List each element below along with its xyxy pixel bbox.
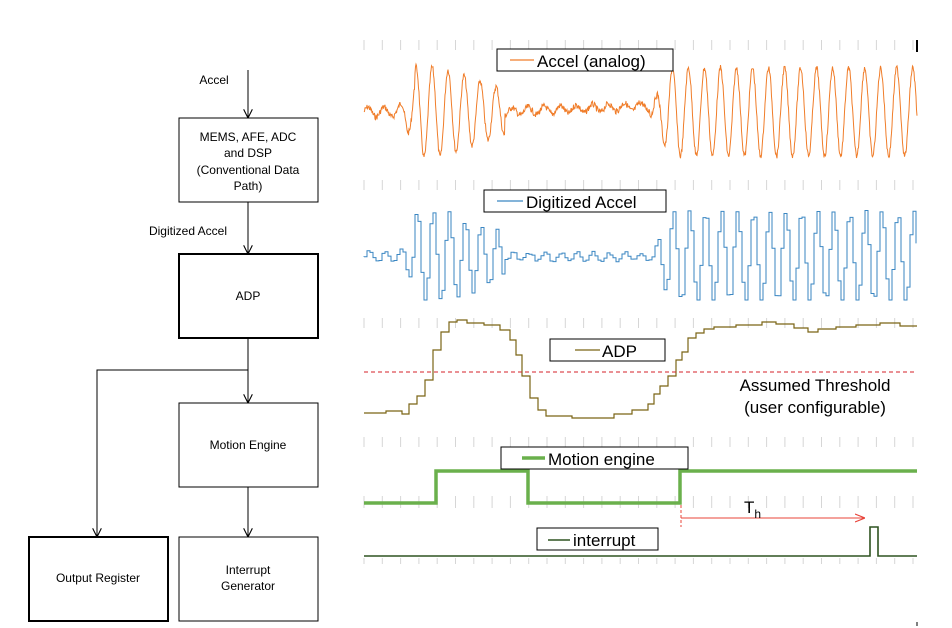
mems-block-line-3: (Conventional Data	[197, 163, 300, 177]
adp-to-output-arrow	[97, 369, 248, 537]
mems-block-line-4: Path)	[234, 179, 263, 193]
adp-block-label: ADP	[236, 289, 261, 303]
accel-input-label: Accel	[199, 73, 228, 87]
waveform-panel: Accel (analog) Digitized Accel ADP Assum…	[363, 40, 918, 626]
adp-legend-label: ADP	[602, 342, 637, 361]
output-register-block	[28, 536, 169, 622]
accel-analog-waveform	[363, 62, 918, 159]
interrupt-generator-block	[178, 536, 319, 622]
adp-legend-box	[549, 338, 666, 362]
accel-legend-box	[496, 48, 674, 72]
motion-engine-block	[178, 402, 319, 488]
interrupt-legend-box	[536, 527, 659, 551]
motion-engine-waveform	[364, 469, 917, 505]
time-grid-ticks	[363, 40, 914, 564]
digitized-legend-label: Digitized Accel	[526, 193, 637, 212]
threshold-label-line-2: (user configurable)	[744, 398, 886, 417]
mems-block-line-2: and DSP	[224, 146, 272, 160]
accel-legend-label: Accel (analog)	[537, 52, 646, 71]
block-diagram: Accel MEMS, AFE, ADC and DSP (Convention…	[28, 70, 319, 622]
interrupt-legend-label: interrupt	[573, 531, 636, 550]
interrupt-generator-line-2: Generator	[221, 579, 275, 593]
threshold-label-line-1: Assumed Threshold	[740, 376, 891, 395]
motion-engine-label: Motion Engine	[210, 438, 287, 452]
interrupt-waveform	[364, 526, 917, 557]
digitized-accel-waveform	[363, 210, 917, 301]
motion-legend-label: Motion engine	[548, 450, 655, 469]
interrupt-generator-line-1: Interrupt	[226, 563, 271, 577]
output-register-label: Output Register	[56, 571, 140, 585]
motion-legend-box	[500, 446, 689, 470]
adp-block	[178, 253, 319, 339]
th-label: Th	[744, 498, 761, 521]
digitized-accel-label: Digitized Accel	[149, 224, 227, 238]
mems-block-line-1: MEMS, AFE, ADC	[200, 130, 297, 144]
adp-waveform	[364, 319, 917, 419]
digitized-legend-box	[483, 189, 667, 213]
